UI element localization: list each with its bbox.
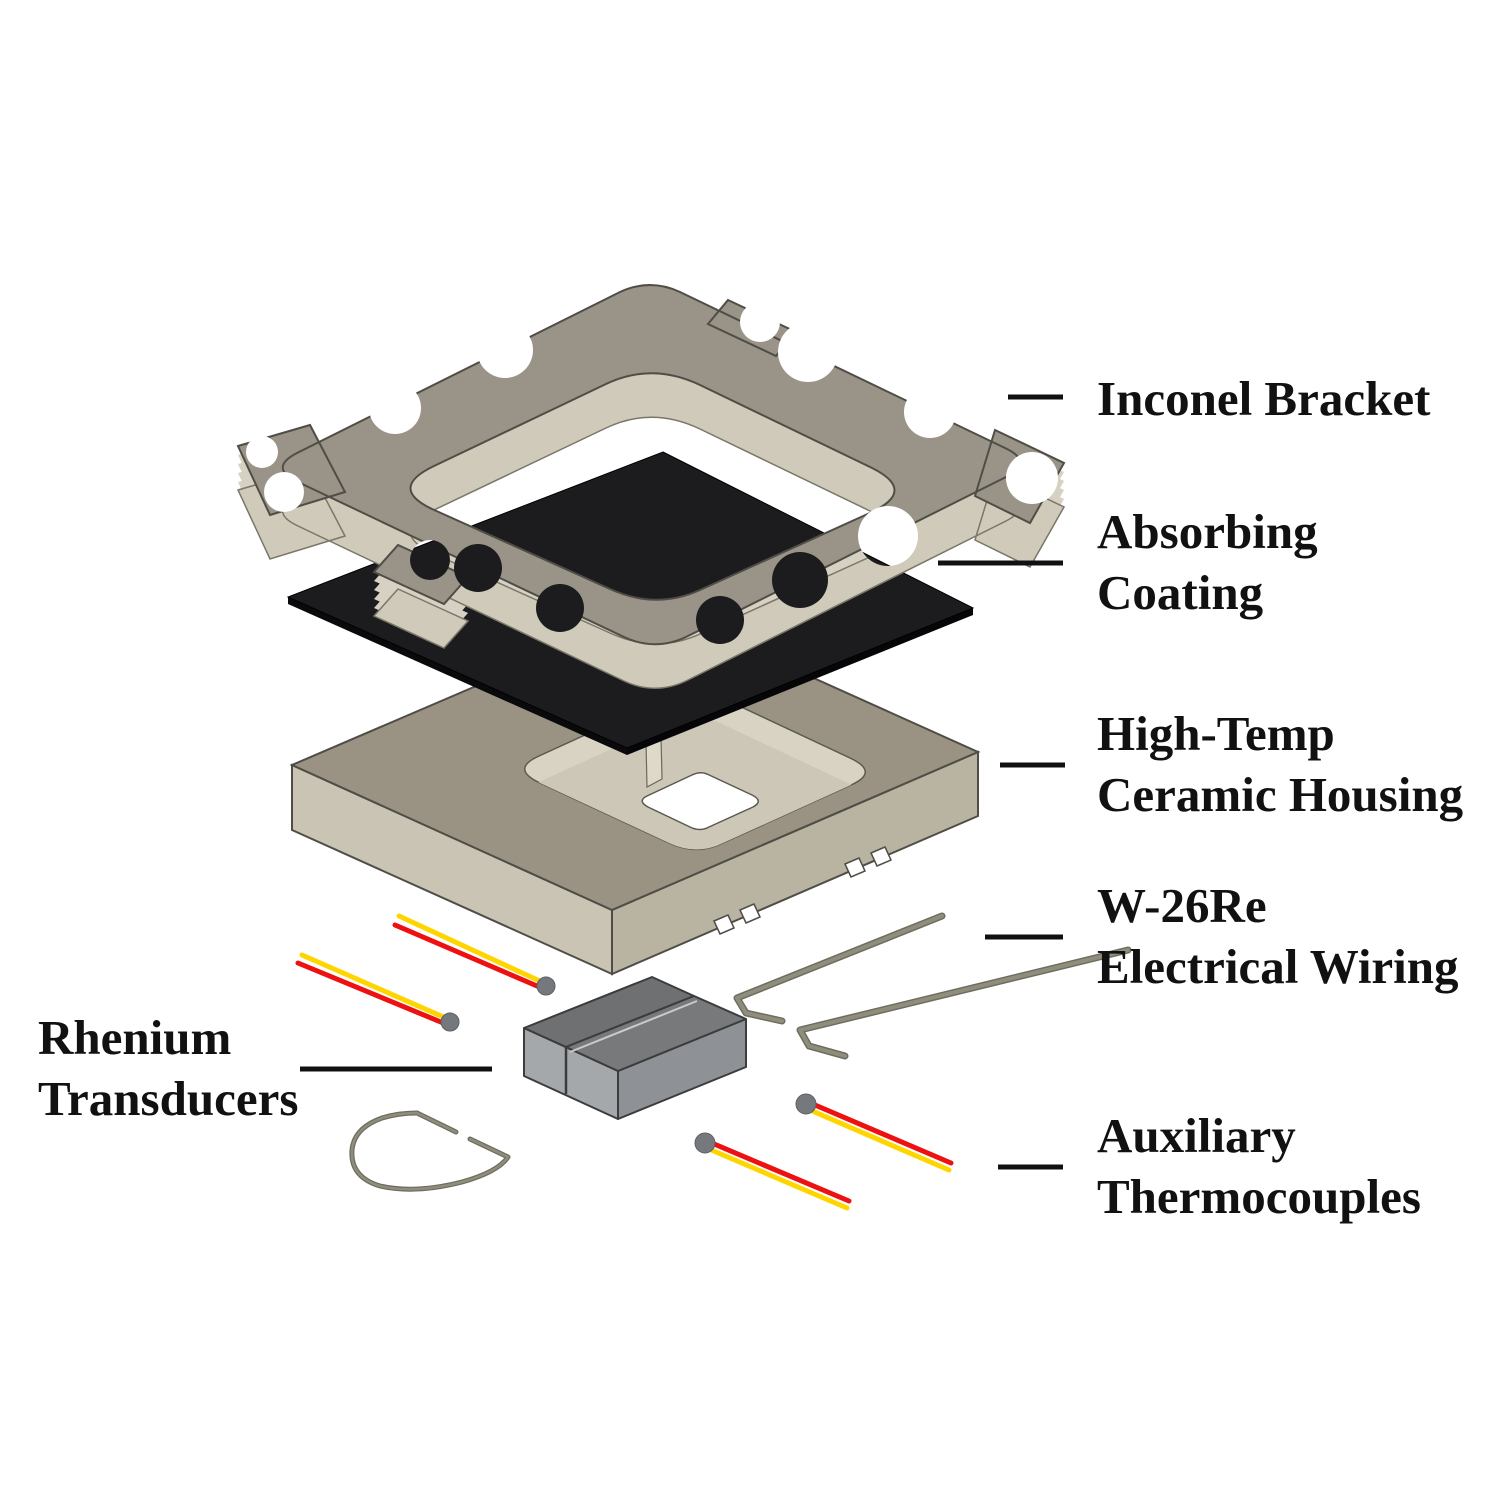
housing-through-hole (641, 771, 759, 831)
label-inconel-bracket: Inconel Bracket (1097, 371, 1431, 426)
thermocouple-bead (694, 1132, 716, 1154)
label-ceramic-housing: High-Temp Ceramic Housing (1097, 706, 1464, 822)
ceramic-housing (289, 606, 981, 976)
thermocouple-bead (795, 1093, 817, 1115)
wire-lead-upper-core (735, 914, 944, 1023)
thermocouple-bead (536, 976, 556, 996)
coating-edge-left (288, 597, 627, 755)
electrical-wiring (349, 912, 1132, 1192)
wire-lead-lower (796, 946, 1132, 1060)
auxiliary-thermocouples (295, 913, 954, 1211)
inconel-bracket (236, 284, 1066, 690)
wire-loop (349, 1110, 511, 1192)
thermocouple-1 (392, 913, 556, 996)
coating-edge-right (627, 608, 973, 755)
bracket-top-face (236, 284, 1066, 646)
label-auxiliary-thermocouples: Auxiliary Thermocouples (1097, 1108, 1421, 1224)
label-absorbing-coating: Absorbing Coating (1097, 504, 1318, 620)
label-electrical-wiring: W-26Re Electrical Wiring (1097, 878, 1459, 994)
housing-edge-notches (712, 846, 893, 935)
transducer-top-front (565, 995, 747, 1072)
wire-lead-lower-core (798, 948, 1130, 1058)
thermocouple-3 (795, 1093, 954, 1173)
transducer-groove (569, 1000, 698, 1053)
leader-lines (300, 394, 1065, 1170)
label-rhenium-transducers: Rhenium Transducers (38, 1010, 299, 1126)
thermocouple-bead (440, 1012, 460, 1032)
thermocouple-2 (295, 952, 460, 1032)
thermocouple-4 (694, 1132, 852, 1211)
rhenium-transducers (523, 976, 747, 1120)
